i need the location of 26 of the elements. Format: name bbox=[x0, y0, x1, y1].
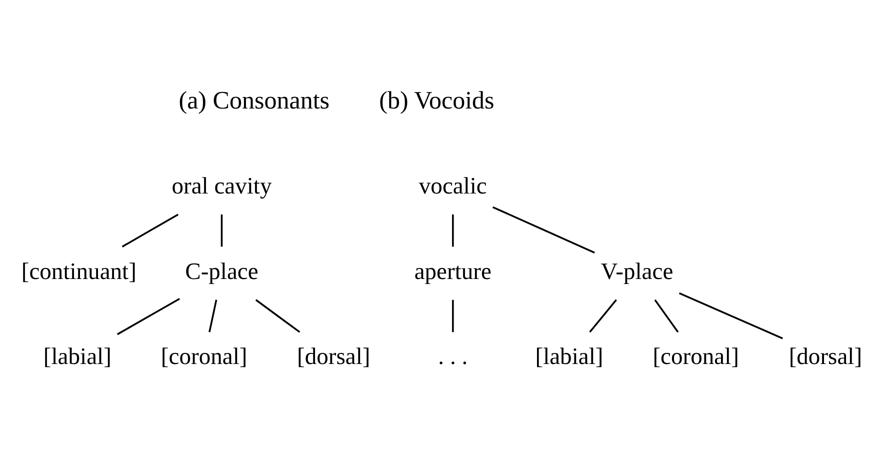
connector bbox=[654, 299, 679, 333]
label: (a) Consonants bbox=[178, 87, 330, 114]
connector bbox=[220, 214, 223, 247]
node-text: C-place bbox=[185, 258, 258, 285]
node-text: oral cavity bbox=[172, 173, 272, 200]
connector bbox=[208, 300, 218, 332]
node-text: vocalic bbox=[418, 173, 487, 200]
connector bbox=[589, 299, 617, 333]
connector bbox=[492, 206, 595, 254]
connector bbox=[122, 214, 179, 248]
label: (b) Vocoids bbox=[379, 87, 494, 114]
node-text: . . . bbox=[438, 344, 468, 370]
connector bbox=[255, 299, 300, 333]
connector bbox=[452, 300, 454, 332]
node-text: [dorsal] bbox=[297, 344, 370, 370]
node-text: [labial] bbox=[535, 344, 604, 370]
connector bbox=[678, 292, 783, 340]
node-text: V-place bbox=[600, 258, 674, 285]
node-text: [coronal] bbox=[652, 344, 740, 370]
connector bbox=[452, 214, 454, 247]
node-text: [coronal] bbox=[160, 344, 248, 370]
node-text: aperture bbox=[414, 258, 492, 285]
node-text: [labial] bbox=[43, 344, 112, 370]
connector bbox=[116, 298, 180, 336]
node-text: [dorsal] bbox=[788, 344, 862, 370]
node-text: [continuant] bbox=[21, 258, 136, 285]
